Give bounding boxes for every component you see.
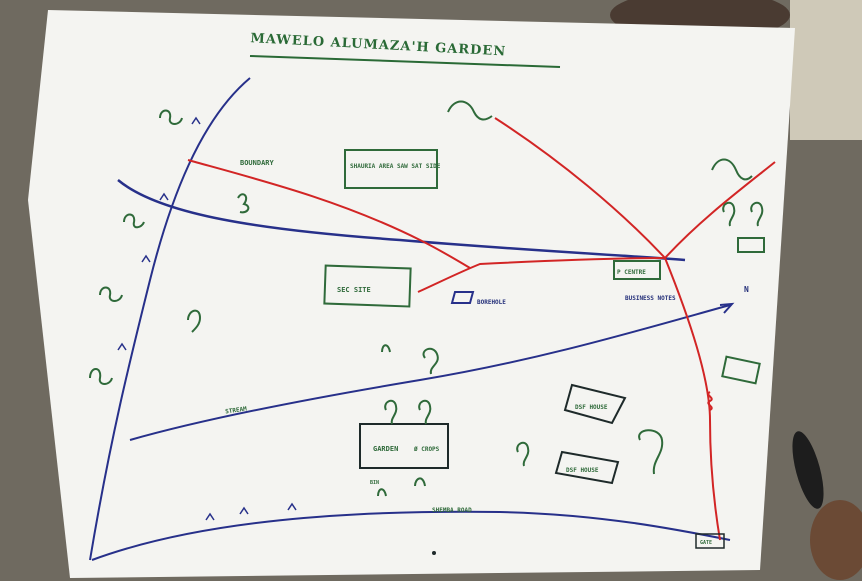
grass-icon — [191, 116, 201, 125]
tree-icon — [422, 347, 439, 375]
boundary-label: BOUNDARY — [240, 159, 275, 167]
right-note-label: BUSINESS NOTES — [625, 295, 676, 302]
paper-sheet — [28, 10, 795, 578]
stream-label: STREAM — [225, 405, 248, 415]
grass-marks — [117, 116, 297, 521]
building-box-label: SHAURIA AREA SAW SAT SIDE — [350, 163, 441, 170]
left-boundary-line — [89, 77, 251, 561]
tree-icon — [187, 309, 202, 333]
tree-icon — [381, 344, 391, 353]
bottom-road-label: SHEMBA ROAD — [432, 507, 472, 514]
tree-icon — [123, 213, 145, 229]
garden-label: GARDEN — [373, 445, 398, 453]
right-wall — [790, 0, 862, 140]
house-2-label: DSF HOUSE — [566, 467, 599, 474]
tree-icon — [237, 193, 250, 214]
grass-icon — [287, 502, 297, 511]
sec-site-label: SEC SITE — [337, 286, 371, 294]
tree-icon — [418, 399, 432, 425]
stream-line — [117, 179, 686, 262]
house-1-box — [563, 383, 627, 425]
tree-icon — [638, 429, 664, 475]
dot-mark — [432, 551, 436, 555]
tree-icon — [384, 399, 398, 425]
red-path-left — [187, 159, 471, 269]
red-path-top — [494, 117, 666, 259]
pond-label: BOREHOLE — [477, 299, 506, 306]
tree-icon — [722, 201, 736, 227]
middle-road-line — [129, 304, 731, 441]
tree-icon — [447, 100, 493, 121]
grass-icon — [239, 506, 249, 515]
p-centre-label: P CENTRE — [617, 269, 646, 276]
garden-box — [359, 423, 449, 469]
grass-icon — [205, 512, 215, 521]
corner-tag: GATE — [700, 540, 712, 546]
tree-icon — [89, 368, 113, 385]
red-path-right-up — [664, 161, 776, 259]
grass-icon — [159, 192, 169, 201]
north-label: N — [744, 285, 749, 294]
house-1-label: DSF HOUSE — [575, 404, 608, 411]
grass-icon — [117, 342, 127, 351]
garden-note: Ø CROPS — [413, 446, 440, 453]
small-box-top-right — [737, 237, 765, 253]
middle-road-arrow — [719, 302, 735, 314]
red-squiggle — [707, 391, 713, 411]
tree-icon — [414, 477, 426, 487]
red-path-down — [664, 257, 721, 541]
red-path-center — [417, 257, 666, 293]
tree-icon — [750, 201, 764, 227]
tree-icon — [99, 286, 123, 302]
small-tag: BIN — [370, 480, 379, 486]
title-underline — [249, 55, 561, 68]
small-house-right — [721, 355, 761, 385]
bottom-road-line — [91, 510, 731, 561]
tree-symbols — [89, 100, 764, 497]
building-box — [344, 149, 438, 189]
tree-icon — [377, 488, 387, 497]
corner-box — [695, 533, 725, 549]
sec-site-box — [323, 264, 412, 308]
marker-pen — [792, 431, 824, 509]
p-centre-box — [613, 260, 661, 280]
tree-icon — [516, 441, 530, 467]
house-2-box — [554, 450, 620, 485]
tree-icon — [159, 109, 183, 125]
hand — [810, 500, 862, 580]
pond-shape — [450, 291, 475, 304]
tree-icon — [711, 158, 753, 181]
grass-icon — [141, 254, 151, 263]
